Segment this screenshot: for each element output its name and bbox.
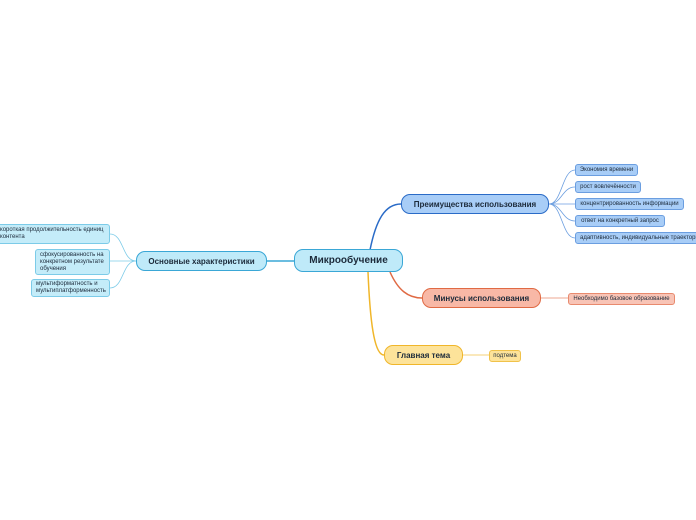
connector-adv-5 (548, 203, 576, 239)
subtopic-characteristic[interactable]: сфокусированность на конкретном результа… (35, 249, 110, 275)
branch-advantages[interactable]: Преимущества использования (401, 194, 549, 214)
branch-characteristics[interactable]: Основные характеристики (136, 251, 267, 271)
connector-cons (389, 271, 423, 299)
central-topic[interactable]: Микрообучение (294, 249, 403, 272)
connector-main-topic (367, 271, 385, 356)
subtopic-advantage[interactable]: ответ на конкретный запрос (575, 215, 665, 227)
subtopic-cons[interactable]: Необходимо базовое образование (568, 293, 675, 305)
connector-adv-4 (548, 203, 576, 222)
subtopic-advantage[interactable]: Экономия времени (575, 164, 638, 176)
subtopic-characteristic[interactable]: короткая продолжительность единиц контен… (0, 224, 110, 244)
connector-adv-1 (548, 169, 576, 205)
subtopic-main-topic[interactable]: подтема (489, 350, 521, 362)
branch-cons[interactable]: Минусы использования (422, 288, 541, 308)
subtopic-advantage[interactable]: рост вовлечённости (575, 181, 641, 193)
connector-adv-2 (548, 186, 576, 205)
subtopic-advantage[interactable]: концентрированность информации (575, 198, 684, 210)
branch-main-topic[interactable]: Главная тема (384, 345, 463, 365)
subtopic-characteristic[interactable]: мультиформатность и мультиплатформенност… (31, 279, 110, 297)
subtopic-advantage[interactable]: адаптивность, индивидуальные траектории (575, 232, 696, 244)
connector-ch-1 (109, 233, 137, 262)
connector-ch-3 (109, 260, 137, 289)
connector-advantages (369, 203, 402, 251)
